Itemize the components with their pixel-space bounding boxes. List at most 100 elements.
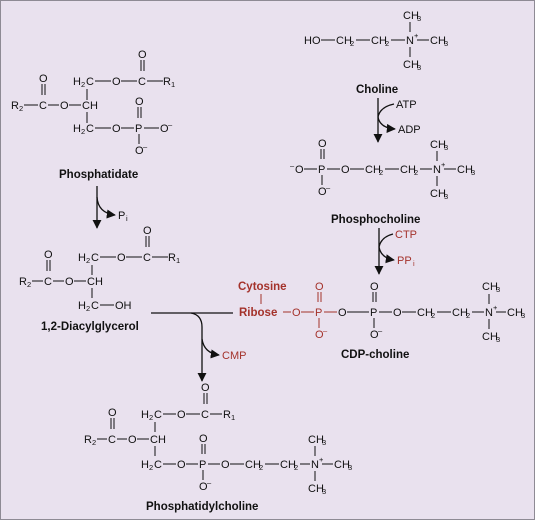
svg-text:O: O bbox=[221, 459, 230, 471]
svg-text:i: i bbox=[413, 259, 415, 268]
svg-text:2: 2 bbox=[19, 104, 23, 113]
svg-text:N: N bbox=[406, 35, 414, 47]
svg-text:2: 2 bbox=[350, 39, 354, 48]
svg-text:+: + bbox=[441, 160, 446, 169]
svg-text:+: + bbox=[493, 303, 498, 312]
svg-text:O: O bbox=[315, 329, 324, 341]
svg-text:C: C bbox=[154, 409, 162, 421]
svg-text:CH: CH bbox=[365, 164, 381, 176]
svg-text:+: + bbox=[319, 455, 324, 464]
svg-text:–: – bbox=[168, 120, 173, 129]
svg-text:P: P bbox=[199, 459, 206, 471]
svg-text:H: H bbox=[141, 459, 149, 471]
svg-text:–: – bbox=[326, 183, 331, 192]
svg-text:O: O bbox=[199, 481, 208, 493]
svg-text:2: 2 bbox=[149, 463, 153, 472]
svg-text:CH: CH bbox=[336, 35, 352, 47]
svg-text:2: 2 bbox=[81, 80, 85, 89]
svg-text:CH: CH bbox=[308, 483, 324, 495]
svg-text:2: 2 bbox=[149, 413, 153, 422]
svg-text:P: P bbox=[318, 164, 325, 176]
svg-text:–: – bbox=[207, 478, 212, 487]
svg-text:O: O bbox=[39, 73, 48, 85]
svg-text:C: C bbox=[154, 459, 162, 471]
phosphatidylcholine-structure: H 2 C O C O R 1 CH R 2 C O O H 2 C O P O bbox=[84, 382, 352, 513]
svg-text:3: 3 bbox=[496, 335, 500, 344]
svg-text:3: 3 bbox=[322, 487, 326, 496]
svg-text:3: 3 bbox=[444, 192, 448, 201]
svg-text:3: 3 bbox=[444, 39, 448, 48]
svg-text:3: 3 bbox=[471, 168, 475, 177]
svg-text:O: O bbox=[315, 281, 324, 293]
svg-text:O: O bbox=[44, 249, 53, 261]
cytosine-label: Cytosine bbox=[238, 281, 287, 293]
svg-text:CH: CH bbox=[403, 10, 419, 22]
svg-text:CH: CH bbox=[371, 35, 387, 47]
svg-text:C: C bbox=[108, 434, 116, 446]
choline-kinase-arrow: ATP ADP bbox=[373, 98, 421, 143]
svg-text:O: O bbox=[295, 164, 304, 176]
svg-text:C: C bbox=[91, 252, 99, 264]
ppi-label: PP bbox=[397, 255, 412, 267]
svg-text:2: 2 bbox=[414, 168, 418, 177]
svg-text:3: 3 bbox=[496, 285, 500, 294]
svg-text:O: O bbox=[135, 96, 144, 108]
phosphocholine-label: Phosphocholine bbox=[331, 214, 420, 226]
choline-structure: HO CH 2 CH 2 N + CH 3 CH 3 CH 3 Choline bbox=[304, 10, 448, 96]
svg-text:R: R bbox=[223, 409, 231, 421]
svg-text:O: O bbox=[370, 281, 379, 293]
svg-text:2: 2 bbox=[431, 311, 435, 320]
svg-text:2: 2 bbox=[92, 438, 96, 447]
svg-text:O: O bbox=[128, 434, 137, 446]
svg-text:R: R bbox=[84, 434, 92, 446]
svg-text:3: 3 bbox=[444, 143, 448, 152]
phosphatidate-structure: H 2 C O C O R 1 CH R 2 C O O H 2 C O P bbox=[11, 49, 175, 181]
svg-text:OH: OH bbox=[115, 300, 132, 312]
svg-text:2: 2 bbox=[27, 280, 31, 289]
diacylglycerol-structure: H 2 C O C O R 1 CH R 2 C O O H 2 C OH 1,… bbox=[19, 225, 180, 333]
svg-text:R: R bbox=[168, 252, 176, 264]
svg-text:3: 3 bbox=[521, 311, 525, 320]
svg-text:O: O bbox=[393, 307, 402, 319]
svg-text:O: O bbox=[108, 407, 117, 419]
svg-text:O: O bbox=[143, 225, 152, 237]
svg-text:O: O bbox=[199, 433, 208, 445]
pi-label: P bbox=[118, 210, 125, 222]
svg-text:O: O bbox=[338, 307, 347, 319]
svg-text:C: C bbox=[86, 123, 94, 135]
svg-text:3: 3 bbox=[322, 438, 326, 447]
ctp-label: CTP bbox=[395, 229, 417, 241]
svg-text:CH: CH bbox=[403, 59, 419, 71]
svg-text:H: H bbox=[78, 252, 86, 264]
adp-label: ADP bbox=[398, 124, 421, 136]
diacylglycerol-label: 1,2-Diacylglycerol bbox=[41, 321, 139, 333]
svg-text:R: R bbox=[11, 100, 19, 112]
svg-text:CH: CH bbox=[87, 276, 103, 288]
svg-text:C: C bbox=[143, 252, 151, 264]
svg-text:CH: CH bbox=[150, 434, 166, 446]
cmp-label: CMP bbox=[222, 350, 246, 362]
svg-text:N: N bbox=[433, 164, 441, 176]
svg-text:1: 1 bbox=[176, 256, 180, 265]
svg-text:i: i bbox=[126, 214, 128, 223]
svg-text:CH: CH bbox=[482, 281, 498, 293]
svg-text:CH: CH bbox=[430, 139, 446, 151]
svg-text:CH: CH bbox=[280, 459, 296, 471]
svg-text:H: H bbox=[141, 409, 149, 421]
svg-text:3: 3 bbox=[348, 463, 352, 472]
svg-text:C: C bbox=[138, 76, 146, 88]
phosphotransferase-arrow: CMP bbox=[151, 312, 246, 382]
svg-text:2: 2 bbox=[379, 168, 383, 177]
svg-text:1: 1 bbox=[171, 80, 175, 89]
svg-text:CH: CH bbox=[457, 164, 473, 176]
svg-text:P: P bbox=[315, 307, 322, 319]
svg-text:C: C bbox=[44, 276, 52, 288]
svg-text:O: O bbox=[135, 145, 144, 157]
svg-text:O: O bbox=[177, 459, 186, 471]
svg-text:P: P bbox=[135, 123, 142, 135]
svg-text:R: R bbox=[19, 276, 27, 288]
svg-text:O: O bbox=[138, 49, 147, 61]
svg-text:2: 2 bbox=[259, 463, 263, 472]
